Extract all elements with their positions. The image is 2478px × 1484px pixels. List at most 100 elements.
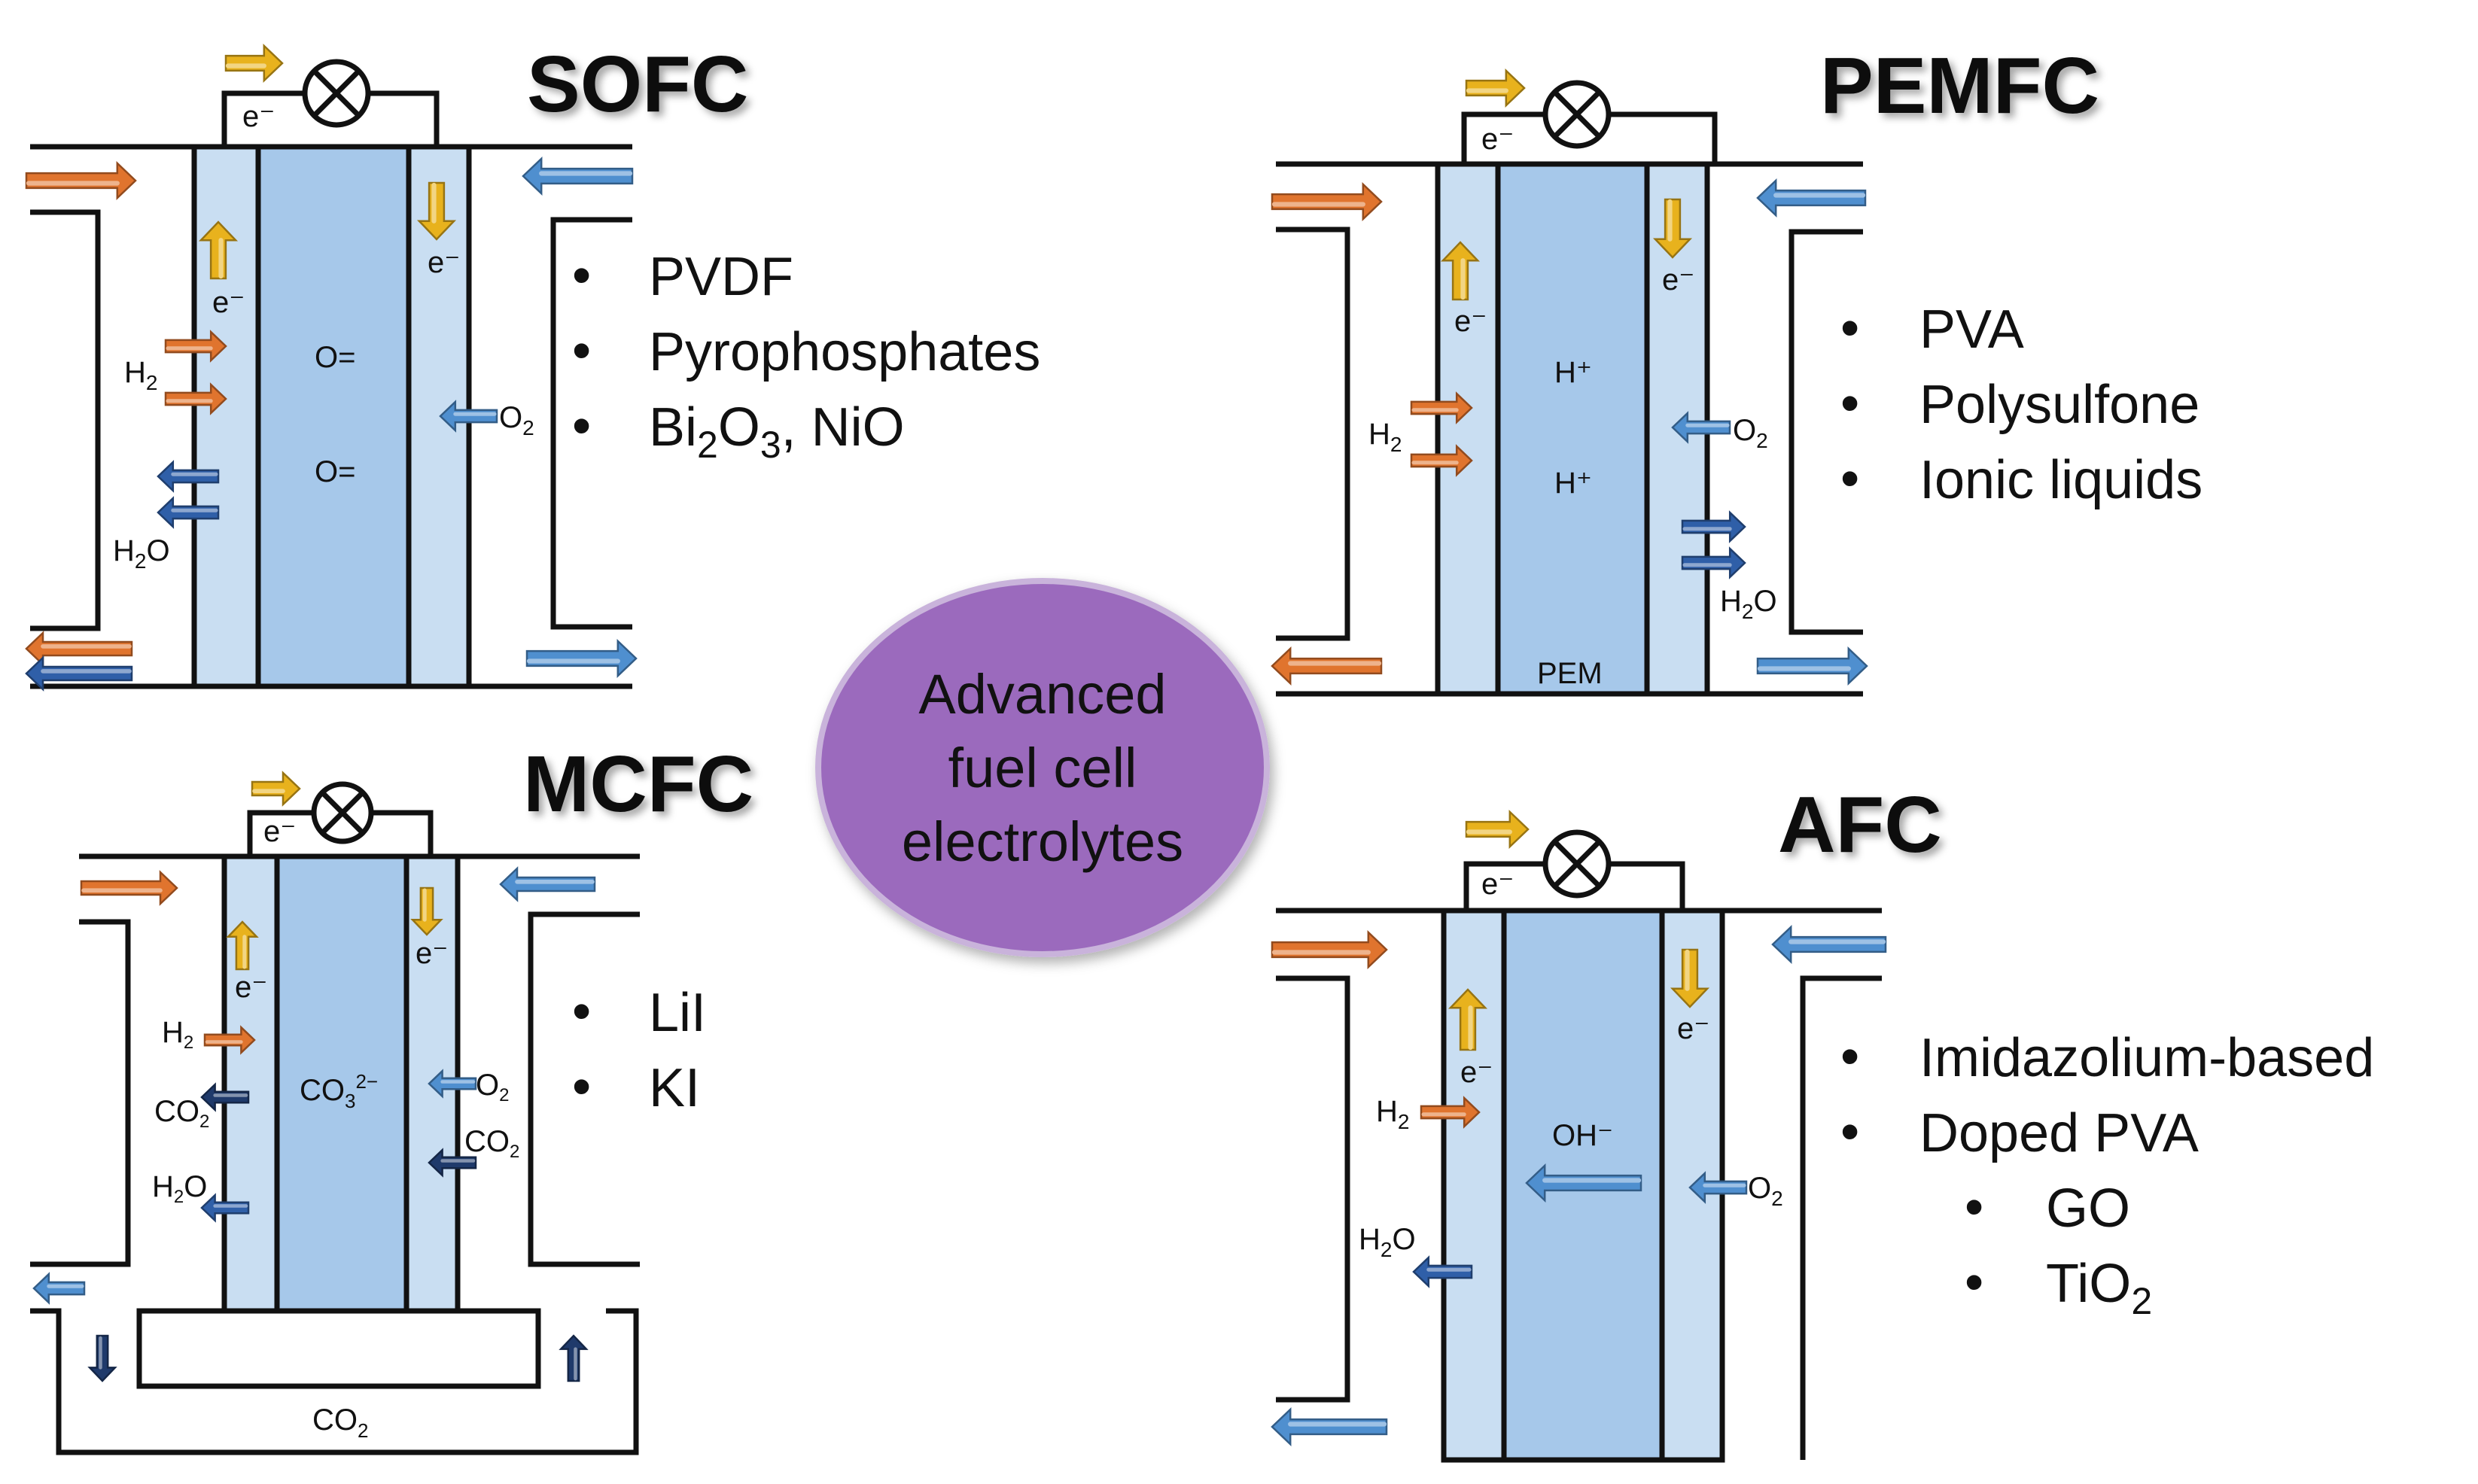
pemfc-h2o-label: H2O [1720, 585, 1777, 623]
afc-cathode-chamber [1800, 975, 1882, 1460]
mcfc-panel: MCFC e⁻ CO2 e⁻ e⁻ H2 CO2 H2O O2 [30, 740, 753, 1455]
sofc-material-1: PVDF [649, 247, 793, 307]
pemfc-panel: PEMFC e⁻ e⁻ e⁻ H2 O2 H2O H⁺ H⁺ PE [1271, 41, 2202, 697]
pemfc-fuel-in-arrow [1271, 181, 1383, 222]
mcfc-co2-up-arrow [559, 1334, 589, 1382]
sofc-anode-electron-arrow [198, 220, 239, 280]
pemfc-ion-1: H⁺ [1554, 356, 1592, 389]
pemfc-cathode-chamber [1788, 229, 1863, 635]
afc-sub-material-2: TiO2 [2046, 1254, 2152, 1322]
pemfc-membrane-label: PEM [1537, 657, 1603, 690]
mcfc-electrolyte [274, 853, 409, 1314]
pemfc-o2-label: O2 [1733, 414, 1768, 452]
sofc-electron-flow-arrow [224, 43, 284, 84]
center-ellipse [815, 578, 1270, 957]
afc-load-icon [1542, 829, 1612, 899]
afc-electron-flow-arrow [1465, 809, 1530, 850]
mcfc-co2-left-label: CO2 [154, 1095, 209, 1132]
pemfc-material-3: Ionic liquids [1919, 450, 2202, 510]
sofc-h2-arrow-2 [164, 382, 227, 415]
mcfc-co2-down-arrow [87, 1334, 117, 1382]
sofc-water-arrow-2 [157, 496, 220, 529]
afc-anode-chamber [1276, 975, 1350, 1403]
sofc-oxidant-in-arrow [522, 156, 634, 196]
pemfc-cathode-electron-arrow [1652, 198, 1693, 259]
sofc-water-out-arrow [25, 655, 133, 692]
mcfc-cathode-chamber [528, 911, 640, 1267]
afc-bullet-2: • [1840, 1102, 1859, 1162]
pemfc-materials-list: • PVA • Polysulfone • Ionic liquids [1840, 298, 2202, 510]
sofc-bullet-3: • [572, 396, 591, 456]
pemfc-bullet-2: • [1840, 373, 1859, 433]
sofc-water-arrow-1 [157, 460, 220, 493]
sofc-electron-label: e⁻ [242, 100, 275, 133]
mcfc-material-1: LiI [649, 983, 706, 1043]
mcfc-oxidant-in-arrow [499, 866, 596, 902]
center-node: Advanced fuel cell electrolytes [815, 578, 1270, 957]
afc-material-1: Imidazolium-based [1919, 1028, 2374, 1088]
pemfc-electron-flow-arrow [1465, 68, 1526, 108]
pemfc-oxidant-out-arrow [1756, 646, 1868, 686]
mcfc-exhaust-arrow [32, 1272, 86, 1305]
mcfc-electron-label: e⁻ [263, 815, 296, 848]
mcfc-anode-electron-arrow [226, 920, 259, 971]
mcfc-co2-bottom-label: CO2 [312, 1403, 368, 1442]
center-line-1: Advanced [918, 663, 1166, 725]
mcfc-title: MCFC [523, 740, 753, 829]
afc-ion-arrow [1525, 1163, 1642, 1203]
afc-electron-label: e⁻ [1481, 868, 1514, 901]
mcfc-co2-recycle-box [136, 1308, 541, 1389]
mcfc-load-icon [311, 781, 374, 844]
mcfc-h2o-label: H2O [152, 1170, 207, 1207]
mcfc-cathode-electron-arrow [410, 886, 443, 936]
pemfc-h2-label: H2 [1368, 418, 1402, 456]
pemfc-fuel-out-arrow [1271, 646, 1383, 686]
mcfc-materials-list: • LiI • KI [572, 981, 706, 1118]
pemfc-material-2: Polysulfone [1919, 375, 2199, 435]
mcfc-o2-arrow [428, 1069, 477, 1099]
pemfc-membrane [1495, 161, 1650, 697]
mcfc-water-arrow [200, 1193, 250, 1223]
mcfc-material-2: KI [649, 1058, 700, 1118]
pemfc-bullet-3: • [1840, 449, 1859, 509]
sofc-electrolyte [255, 144, 412, 689]
afc-o2-label: O2 [1748, 1172, 1783, 1210]
sofc-cathode-electron-label: e⁻ [428, 246, 460, 279]
sofc-oxidant-out-arrow [525, 638, 638, 679]
afc-sub-material-1: GO [2046, 1178, 2130, 1239]
afc-materials-list: • Imidazolium-based • Doped PVA • GO • T… [1840, 1026, 2374, 1322]
pemfc-h2-arrow-1 [1410, 391, 1473, 424]
afc-water-arrow [1412, 1255, 1473, 1288]
mcfc-anode-chamber [30, 919, 131, 1267]
afc-ion-label: OH⁻ [1552, 1119, 1613, 1152]
sofc-fuel-in-arrow [25, 160, 137, 201]
sofc-material-3: Bi2O3, NiO [649, 397, 905, 466]
sofc-title: SOFC [527, 40, 748, 129]
mcfc-ion-label: CO32− [300, 1070, 378, 1112]
sofc-ion-1: O= [315, 341, 355, 374]
mcfc-anode-electron-label: e⁻ [235, 971, 267, 1004]
mcfc-cathode-electron-label: e⁻ [416, 937, 448, 970]
afc-anode-electron-label: e⁻ [1460, 1056, 1493, 1089]
pemfc-oxidant-in-arrow [1756, 178, 1867, 218]
afc-bullet-1: • [1840, 1026, 1859, 1087]
pemfc-h2-arrow-2 [1410, 444, 1473, 477]
sofc-o2-arrow [439, 400, 498, 433]
pemfc-water-arrow-2 [1681, 546, 1746, 579]
mcfc-bullet-2: • [572, 1057, 591, 1117]
mcfc-h2-arrow [203, 1025, 256, 1055]
mcfc-bullet-1: • [572, 981, 591, 1042]
sofc-h2-label: H2 [124, 356, 157, 394]
afc-sub-bullet-1: • [1965, 1177, 1983, 1237]
sofc-panel: SOFC e⁻ e⁻ e⁻ H2 H2O [25, 40, 1040, 692]
sofc-h2-arrow-1 [164, 330, 227, 363]
afc-h2o-label: H2O [1359, 1223, 1416, 1261]
afc-anode-electron-arrow [1448, 988, 1488, 1051]
sofc-bullet-1: • [572, 245, 591, 306]
afc-anode [1441, 908, 1507, 1463]
afc-fuel-in-arrow [1271, 929, 1388, 970]
afc-o2-arrow [1688, 1171, 1748, 1204]
pemfc-material-1: PVA [1919, 300, 2024, 360]
mcfc-anode [221, 853, 280, 1314]
